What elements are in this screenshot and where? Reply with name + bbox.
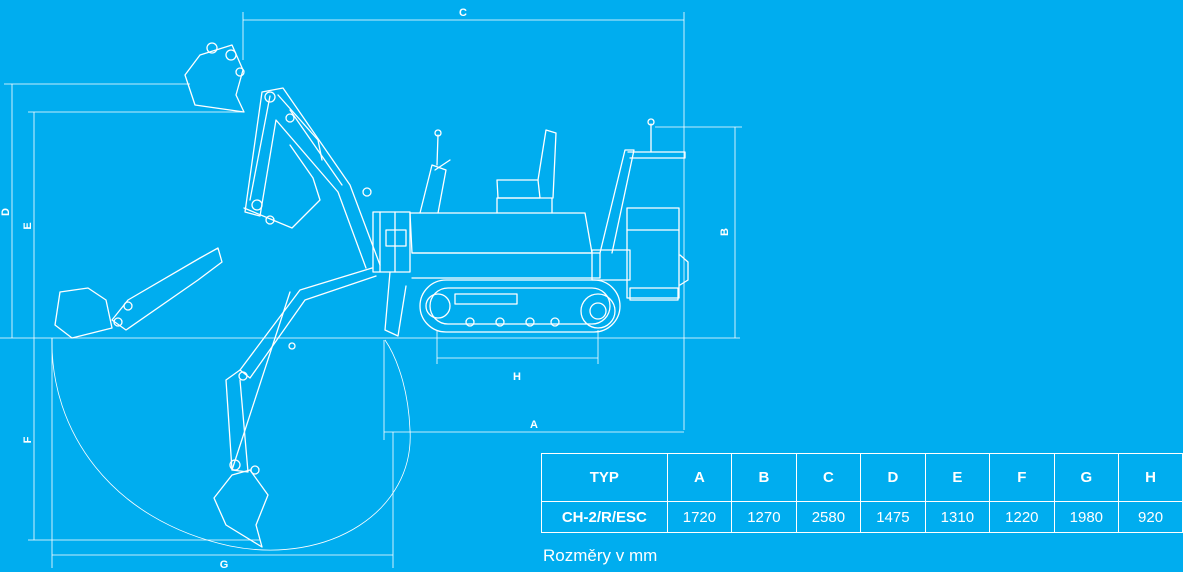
arm-lowered [54, 247, 377, 548]
label-c: C [459, 7, 467, 19]
header-b: B [731, 453, 797, 502]
label-b: B [719, 228, 731, 236]
value-f: 1220 [989, 501, 1055, 533]
label-f: F [22, 436, 34, 443]
header-a: A [666, 453, 733, 502]
value-e: 1310 [924, 501, 991, 533]
label-h: H [513, 371, 521, 383]
value-g: 1980 [1053, 501, 1120, 533]
spec-table-header-row: TYP A B C D E F G H [541, 453, 1183, 502]
label-e: E [22, 222, 34, 229]
arm-raised [184, 42, 381, 269]
spec-table-value-row: CH-2/R/ESC 1720 1270 2580 1475 1310 1220… [541, 501, 1183, 533]
value-b: 1270 [731, 501, 797, 533]
value-c: 2580 [795, 501, 862, 533]
header-g: G [1053, 453, 1120, 502]
dimension-labels: C D E F G A H B [0, 7, 731, 571]
units-note: Rozměry v mm [543, 546, 658, 565]
header-d: D [860, 453, 926, 502]
value-typ: CH-2/R/ESC [541, 501, 668, 533]
machine-body [372, 118, 689, 337]
dimension-lines [0, 12, 742, 568]
value-d: 1475 [860, 501, 926, 533]
header-f: F [989, 453, 1055, 502]
label-g: G [220, 559, 229, 571]
header-e: E [924, 453, 991, 502]
value-h: 920 [1118, 501, 1183, 533]
label-d: D [0, 208, 12, 216]
value-a: 1720 [666, 501, 733, 533]
header-c: C [795, 453, 862, 502]
reach-arc [51, 337, 411, 551]
header-h: H [1118, 453, 1183, 502]
header-typ: TYP [541, 453, 668, 502]
spec-table: TYP A B C D E F G H CH-2/R/ESC 1720 1270… [541, 453, 1183, 533]
label-a: A [530, 419, 538, 431]
